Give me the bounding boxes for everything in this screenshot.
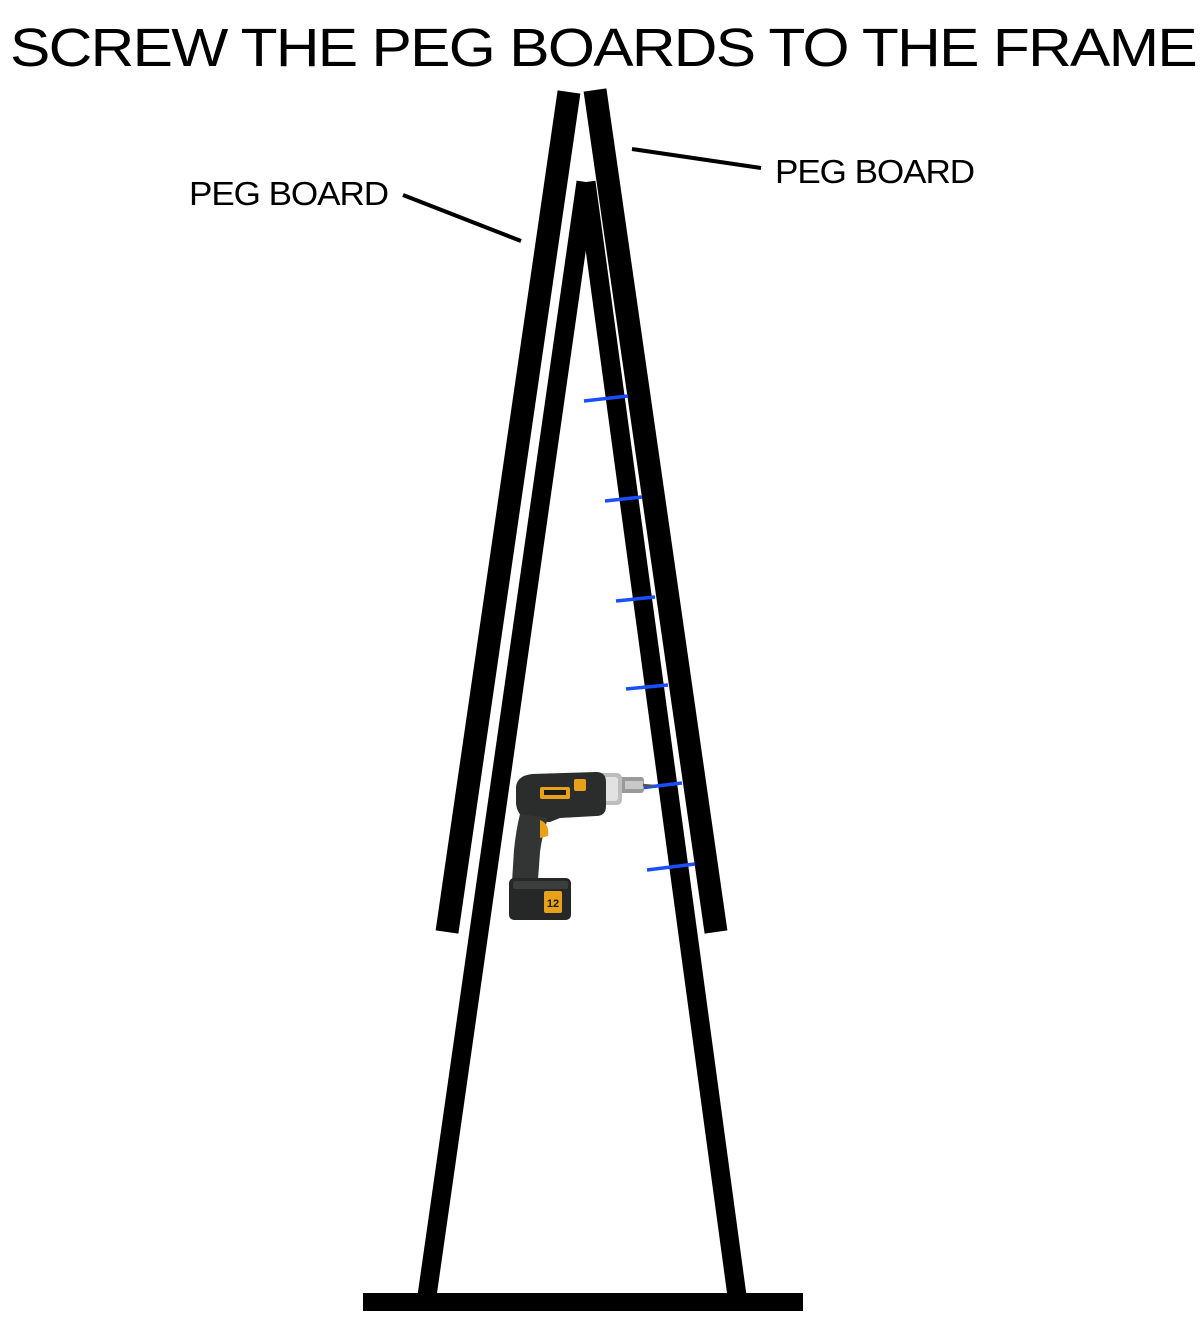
frame-right-leg: [576, 180, 747, 1298]
screw: [646, 862, 696, 872]
right-peg-board: [583, 88, 728, 934]
battery-voltage: 12: [547, 898, 559, 910]
peg-board-label-left: PEG BOARD: [189, 175, 388, 212]
screw: [639, 781, 683, 790]
peg-board-label-right: PEG BOARD: [775, 153, 974, 190]
frame-left-leg: [417, 180, 596, 1298]
screw: [583, 394, 629, 403]
battery-label: [544, 891, 562, 913]
drill-icon: 12: [509, 772, 655, 920]
drill-bit: [642, 783, 655, 788]
drill-handle: [512, 814, 548, 882]
leader-line-right: [631, 147, 762, 170]
a-frame: [417, 180, 747, 1298]
screw: [615, 595, 656, 603]
left-peg-board: [435, 90, 581, 934]
drill-trigger: [540, 820, 549, 838]
page-title: SCREW THE PEG BOARDS TO THE FRAME: [10, 18, 1196, 78]
screw: [604, 495, 643, 503]
screws: [583, 394, 696, 872]
screw: [625, 683, 669, 691]
leader-line-left: [402, 193, 522, 243]
